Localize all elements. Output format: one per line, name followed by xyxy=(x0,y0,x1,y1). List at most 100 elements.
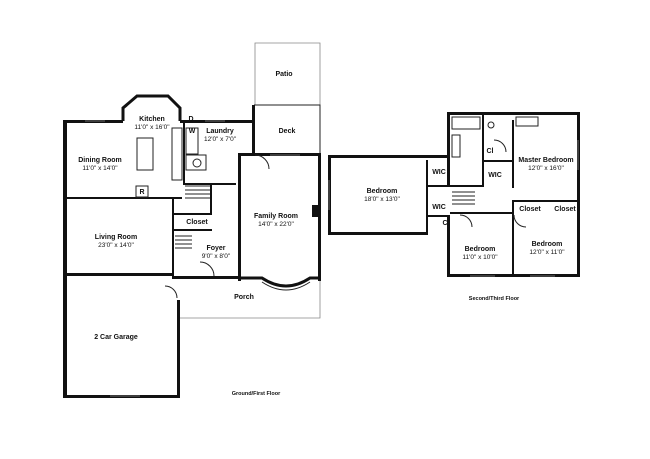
second-floor: Bedroom 18'0" x 13'0" WIC WIC WIC Cl Cl … xyxy=(328,112,580,302)
wall-mid-left xyxy=(447,215,450,277)
wall-living-bottom xyxy=(63,273,173,276)
kitchen-counter xyxy=(171,127,183,181)
dw-w-label: W xyxy=(189,128,196,135)
wall-hall-bottom xyxy=(450,212,512,214)
wall-bed-left xyxy=(328,155,331,235)
stairs-first xyxy=(175,185,210,249)
bedroom-mid-label: Bedroom xyxy=(465,246,496,253)
kitchen-island xyxy=(136,137,154,171)
wall-upper-top xyxy=(447,112,580,115)
wall-family-left xyxy=(238,153,241,281)
dishwasher-washer xyxy=(185,127,199,155)
wall-closet-top xyxy=(172,213,212,215)
door-arc-garage xyxy=(164,285,178,299)
wall-top-laundry xyxy=(180,120,255,123)
wall-upper-left xyxy=(447,112,450,187)
vanity xyxy=(451,134,461,158)
wall-garage-bottom xyxy=(63,395,180,398)
family-size: 14'0" x 22'0" xyxy=(258,221,294,228)
laundry-label: Laundry xyxy=(206,128,234,135)
kitchen-size: 11'0" x 16'0" xyxy=(134,124,170,131)
wall-left xyxy=(63,120,67,280)
bedroom-left-size: 18'0" x 13'0" xyxy=(364,196,400,203)
fireplace xyxy=(312,205,318,217)
garage-label: 2 Car Garage xyxy=(94,334,138,341)
door-arc-family xyxy=(254,154,270,170)
wall-bed-divider xyxy=(512,200,514,277)
door-arc-foyer xyxy=(199,261,215,277)
family-label: Family Room xyxy=(254,213,298,220)
refrigerator xyxy=(135,185,149,198)
wall-family-right xyxy=(318,153,321,281)
porch-label: Porch xyxy=(234,294,254,301)
wic-b-label: WIC xyxy=(432,204,446,211)
master-label: Master Bedroom xyxy=(518,157,573,164)
wall-living-top xyxy=(67,197,182,199)
wall-master-left xyxy=(512,120,514,188)
foyer-size: 9'0" x 8'0" xyxy=(202,253,231,260)
first-floor-caption: Ground/First Floor xyxy=(232,391,281,397)
sink xyxy=(192,158,202,168)
wall-cl-top xyxy=(428,215,448,217)
master-vanity xyxy=(515,116,539,127)
wall-master-bottom xyxy=(512,200,578,202)
wall-wic-top xyxy=(482,160,512,162)
windows-second xyxy=(328,140,579,277)
patio-label: Patio xyxy=(275,71,292,78)
closet-second-b-label: Closet xyxy=(554,206,576,213)
refrigerator-label: R xyxy=(139,189,144,196)
door-arc-bed-right xyxy=(513,214,527,228)
bedroom-left-label: Bedroom xyxy=(367,188,398,195)
second-floor-caption: Second/Third Floor xyxy=(469,296,520,302)
door-arc-bed-mid xyxy=(459,214,473,228)
wall-family-top xyxy=(238,153,320,156)
wic-a-label: WIC xyxy=(432,169,446,176)
wall-upper-right xyxy=(577,112,580,277)
master-size: 12'0" x 16'0" xyxy=(528,165,564,172)
deck-outline xyxy=(254,104,321,155)
toilet xyxy=(487,121,495,129)
wall-top-dining xyxy=(63,120,123,123)
wall-foyer-bottom xyxy=(172,276,238,279)
dining-label: Dining Room xyxy=(78,157,122,164)
cl-a-label: Cl xyxy=(487,148,494,155)
wall-bed-top xyxy=(328,155,448,158)
living-label: Living Room xyxy=(95,234,137,241)
dw-d-label: D xyxy=(188,116,193,123)
bedroom-right-label: Bedroom xyxy=(532,241,563,248)
wic-c-label: WIC xyxy=(488,172,502,179)
wall-wic-row xyxy=(428,185,484,187)
foyer-label: Foyer xyxy=(206,245,225,252)
family-bay-inner xyxy=(261,281,311,291)
kitchen-label: Kitchen xyxy=(139,116,165,123)
first-floor: Patio Kitchen 11'0" x 16'0" Laundry 12'0… xyxy=(63,42,321,398)
cl-b-label: Cl xyxy=(443,220,450,227)
wall-deck xyxy=(252,105,255,155)
patio-outline xyxy=(180,42,321,319)
dining-size: 11'0" x 14'0" xyxy=(82,165,118,172)
wall-bed-right xyxy=(426,160,428,235)
wall-foyer-left xyxy=(172,199,174,279)
closet-first-label: Closet xyxy=(186,219,208,226)
windows-first xyxy=(85,120,300,397)
laundry-unit xyxy=(185,154,207,171)
wall-kitchen-right xyxy=(183,123,185,183)
living-size: 23'0" x 14'0" xyxy=(98,242,134,249)
stairs-second xyxy=(452,191,475,205)
wall-bath-right xyxy=(482,115,484,185)
bathtub xyxy=(451,116,481,130)
wall-stair xyxy=(210,185,212,215)
wall-garage-right xyxy=(177,300,180,398)
wall-closet-bottom xyxy=(172,229,212,231)
wall-laundry-bottom xyxy=(183,183,236,185)
laundry-size: 12'0" x 7'0" xyxy=(204,136,237,143)
closet-second-a-label: Closet xyxy=(519,206,541,213)
bedroom-right-size: 12'0" x 11'0" xyxy=(529,249,565,256)
bedroom-mid-size: 11'0" x 10'0" xyxy=(462,254,498,261)
kitchen-bay xyxy=(121,94,182,121)
wall-garage-left xyxy=(63,276,67,397)
family-bay xyxy=(241,276,320,288)
deck-label: Deck xyxy=(279,128,296,135)
door-arc-master xyxy=(493,139,507,153)
